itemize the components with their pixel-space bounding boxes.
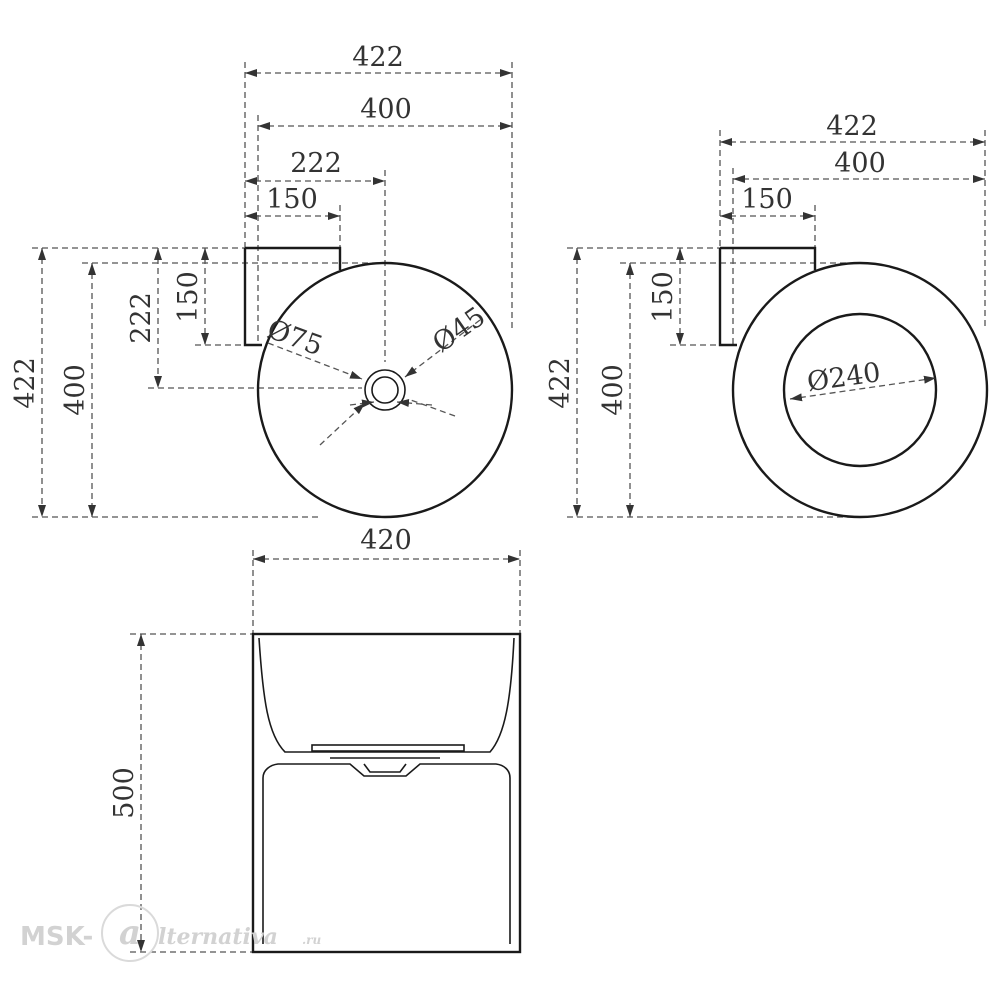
wall-tab-outline <box>245 246 342 270</box>
column-inner-outline <box>262 763 511 944</box>
basin-rim-outline-right <box>731 261 989 519</box>
wall-tab-side-right <box>718 248 737 347</box>
watermark-logo-letter: a <box>119 913 141 953</box>
leader-45 <box>404 319 481 378</box>
dim-label-width-400-right: 400 <box>834 148 886 179</box>
dim-label-tab-150: 150 <box>266 184 318 215</box>
dim-label-height-422-right: 422 <box>545 357 576 409</box>
watermark-prefix: MSK- <box>20 922 93 952</box>
watermark-logo: MSK- a lternativa .ru <box>20 904 322 962</box>
dim-label-front-width: 420 <box>360 525 412 556</box>
bowl-inner-outline <box>782 312 938 468</box>
watermark-logo-circle <box>101 904 159 962</box>
dim-label-height-400: 400 <box>60 364 91 416</box>
drain-fitting <box>363 763 407 773</box>
dim-label-tab-150-right: 150 <box>741 184 793 215</box>
dim-label-height-422: 422 <box>10 357 41 409</box>
leader-75 <box>267 342 363 380</box>
dim-label-width-422: 422 <box>352 42 404 73</box>
dim-line-diameter-240 <box>789 375 937 402</box>
dim-label-width-422-right: 422 <box>826 111 878 142</box>
top-left-view: 422 400 222 150 422 400 222 150 Ø75 Ø45 <box>10 42 514 519</box>
top-right-view: Ø240 422 400 150 422 400 150 <box>545 111 989 519</box>
basin-rim-outline <box>256 261 514 519</box>
drain-outer-circle <box>364 369 406 411</box>
dim-label-width-400: 400 <box>360 94 412 125</box>
dim-label-height-150-right: 150 <box>648 271 679 323</box>
dim-label-front-height: 500 <box>109 767 140 819</box>
dim-label-height-400-right: 400 <box>598 364 629 416</box>
drain-inner-circle <box>371 376 399 404</box>
bowl-profile-curve <box>258 637 515 753</box>
watermark-suffix: lternativa <box>158 924 278 950</box>
front-view: 420 500 <box>109 525 522 954</box>
pedestal-body-outline <box>251 632 522 954</box>
watermark-domain: .ru <box>302 933 322 947</box>
wall-tab-outline-right <box>720 246 817 270</box>
drain-plate <box>311 744 465 752</box>
dim-label-offset-222: 222 <box>290 148 342 179</box>
dim-label-height-222: 222 <box>126 292 157 344</box>
dim-label-diameter-45: Ø45 <box>427 301 491 359</box>
wall-tab-side <box>243 248 262 347</box>
dim-label-diameter-75: Ø75 <box>263 314 327 362</box>
dim-label-diameter-240: Ø240 <box>805 357 882 398</box>
dim-label-height-150: 150 <box>173 271 204 323</box>
